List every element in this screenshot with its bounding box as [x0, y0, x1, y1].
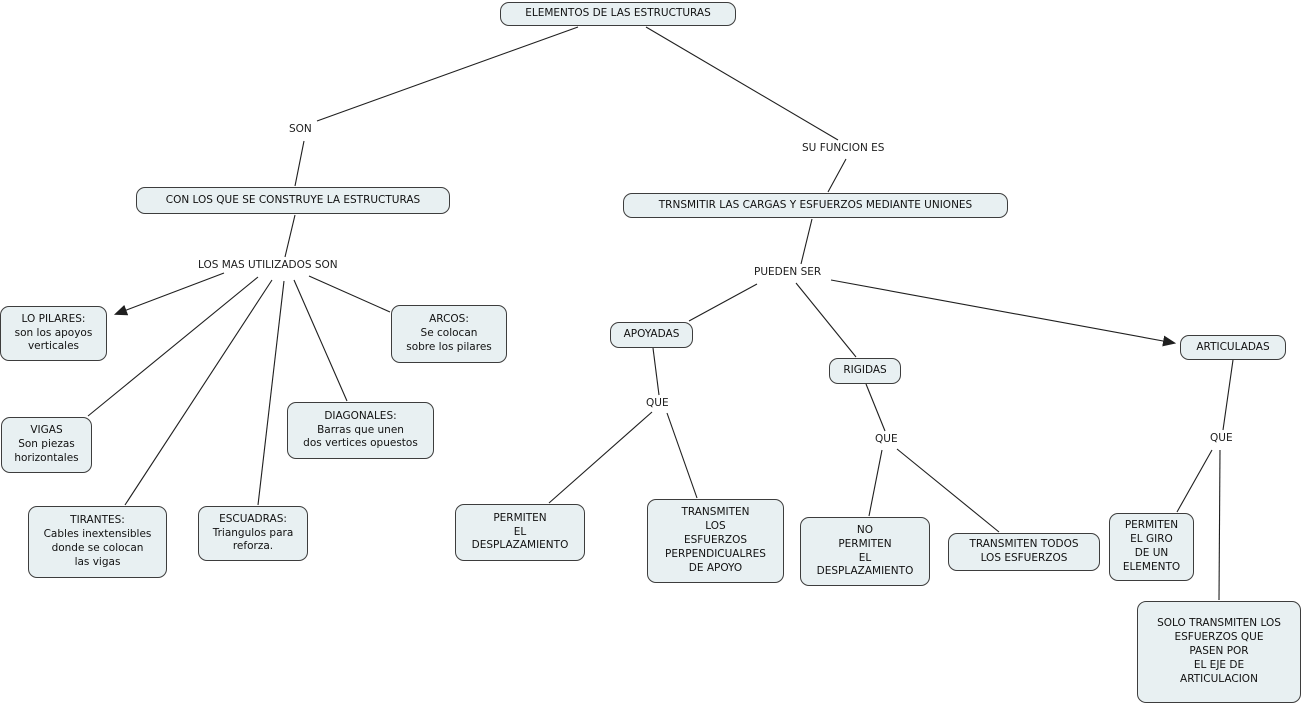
node-con-los-que-se-construye[interactable]: CON LOS QUE SE CONSTRUYE LA ESTRUCTURAS — [136, 187, 450, 214]
edge-puedenser-apoyadas — [688, 283, 758, 322]
node-permiten-giro[interactable]: PERMITEN EL GIRO DE UN ELEMENTO — [1109, 513, 1194, 581]
link-label-que-articuladas[interactable]: QUE — [1210, 432, 1233, 444]
edge-losmas-escuadras — [257, 280, 285, 506]
edge-losmas-arcos — [308, 275, 391, 313]
edge-losmas-lopilares — [113, 272, 225, 316]
node-diagonales[interactable]: DIAGONALES: Barras que unen dos vertices… — [287, 402, 434, 459]
link-label-que-apoyadas[interactable]: QUE — [646, 397, 669, 409]
edge-que-permiten — [548, 411, 653, 504]
node-lo-pilares[interactable]: LO PILARES: son los apoyos verticales — [0, 306, 107, 361]
link-label-pueden-ser[interactable]: PUEDEN SER — [754, 266, 822, 278]
link-label-los-mas-utilizados[interactable]: LOS MAS UTILIZADOS SON — [198, 259, 338, 271]
edge-root-sufuncion — [645, 26, 839, 141]
node-transmiten-perpendiculares[interactable]: TRANSMITEN LOS ESFUERZOS PERPENDICUALRES… — [647, 499, 784, 583]
edge-root-son — [316, 26, 579, 122]
edge-losmas-vigas — [87, 276, 259, 417]
edge-puedenser-rigidas — [795, 282, 857, 358]
node-trnsmitir-cargas[interactable]: TRNSMITIR LAS CARGAS Y ESFUERZOS MEDIANT… — [623, 193, 1008, 218]
edge-losmas-tirantes — [124, 279, 273, 506]
edge-rigidas-que — [865, 383, 886, 432]
node-elementos-estructuras[interactable]: ELEMENTOS DE LAS ESTRUCTURAS — [500, 2, 736, 26]
link-label-su-funcion-es[interactable]: SU FUNCION ES — [802, 142, 885, 154]
node-permiten-desplazamiento[interactable]: PERMITEN EL DESPLAZAMIENTO — [455, 504, 585, 561]
edge-articuladas-que — [1222, 359, 1234, 431]
edge-son-construye — [294, 140, 305, 187]
edge-que-transmitenperp — [666, 412, 698, 499]
node-no-permiten-desplazamiento[interactable]: NO PERMITEN EL DESPLAZAMIENTO — [800, 517, 930, 586]
edge-apoyadas-que — [652, 347, 660, 396]
edge-que-transmitentodos — [896, 448, 1000, 533]
edge-que-solotransmiten — [1218, 449, 1221, 601]
node-arcos[interactable]: ARCOS: Se colocan sobre los pilares — [391, 305, 507, 363]
node-apoyadas[interactable]: APOYADAS — [610, 322, 693, 348]
node-escuadras[interactable]: ESCUADRAS: Triangulos para reforza. — [198, 506, 308, 561]
edge-sufuncion-trnsmitir — [827, 158, 847, 193]
node-solo-transmiten[interactable]: SOLO TRANSMITEN LOS ESFUERZOS QUE PASEN … — [1137, 601, 1301, 703]
node-transmiten-todos[interactable]: TRANSMITEN TODOS LOS ESFUERZOS — [948, 533, 1100, 571]
node-rigidas[interactable]: RIGIDAS — [829, 358, 901, 384]
edge-construye-losmas — [284, 214, 296, 258]
edge-trnsmitir-puedenser — [800, 218, 813, 265]
node-tirantes[interactable]: TIRANTES: Cables inextensibles donde se … — [28, 506, 167, 578]
edge-que-permitengiro — [1176, 449, 1213, 513]
edge-losmas-diagonales — [293, 279, 348, 402]
link-label-son[interactable]: SON — [289, 123, 312, 135]
link-label-que-rigidas[interactable]: QUE — [875, 433, 898, 445]
node-vigas[interactable]: VIGAS Son piezas horizontales — [1, 417, 92, 473]
node-articuladas[interactable]: ARTICULADAS — [1180, 335, 1286, 360]
edge-que-nopermiten — [868, 449, 883, 517]
edge-puedenser-articuladas — [830, 279, 1177, 347]
